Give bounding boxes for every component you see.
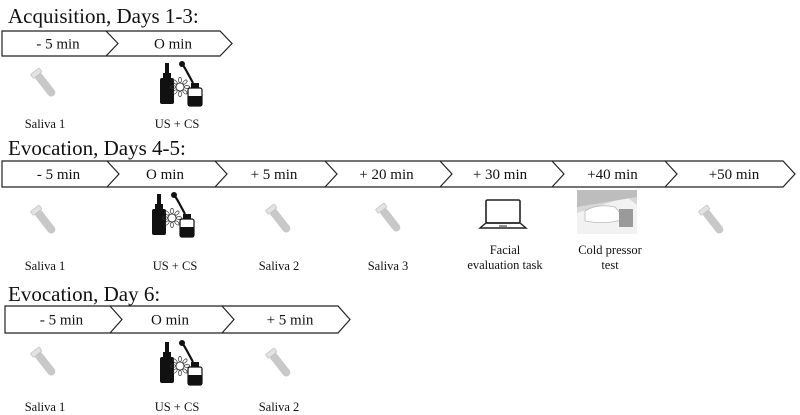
timeline-arrow: [1, 160, 796, 188]
chevron-divider: [324, 160, 338, 188]
chevron-divider: [214, 160, 228, 188]
nasal-spray-and-dropper-bottle-icon: [160, 340, 203, 386]
chevron-divider: [105, 30, 119, 57]
timeline-segment-label: +50 min: [709, 167, 760, 183]
timeline-segment-label: - 5 min: [40, 313, 84, 329]
event-label-acq-saliva-1: Saliva 1: [24, 117, 66, 131]
cold-water-basin-photo: [577, 190, 637, 234]
chevron-divider: [664, 160, 678, 188]
timeline-arrow: [4, 305, 351, 334]
timeline-row-0: - 5 min O min: [1, 30, 233, 57]
timeline-segment-label: - 5 min: [36, 37, 80, 53]
event-label-ev45-saliva-1: Saliva 1: [24, 259, 66, 273]
section-title-acquisition: Acquisition, Days 1-3:: [8, 4, 199, 28]
timeline-segment-label: O min: [151, 313, 189, 329]
nasal-spray-and-dropper-bottle-icon: [160, 61, 203, 107]
timeline-segment-label: + 20 min: [359, 167, 414, 183]
chevron-divider: [221, 305, 235, 334]
saliva-tube-icon: [265, 347, 291, 377]
timeline-arrow: [1, 30, 233, 57]
saliva-tube-icon: [698, 204, 724, 234]
event-label-ev6-us-cs: US + CS: [154, 400, 200, 414]
section-title-evocation-day-6: Evocation, Day 6:: [8, 282, 161, 306]
chevron-divider: [439, 160, 453, 188]
saliva-tube-icon: [30, 204, 56, 234]
event-label-ev45-facial-task: Facial evaluation task: [467, 243, 543, 272]
chevron-divider: [106, 160, 120, 188]
section-title-evocation-days-4-5: Evocation, Days 4-5:: [8, 136, 186, 160]
saliva-tube-icon: [30, 346, 56, 376]
event-label-ev45-us-cs: US + CS: [152, 259, 198, 273]
laptop-icon: [478, 199, 528, 229]
nasal-spray-and-dropper-bottle-icon: [152, 192, 195, 238]
chevron-divider: [551, 160, 565, 188]
event-label-ev45-saliva-2: Saliva 2: [258, 259, 300, 273]
event-label-acq-us-cs: US + CS: [154, 117, 200, 131]
timeline-segment-label: + 30 min: [473, 167, 528, 183]
saliva-tube-icon: [30, 67, 56, 97]
event-label-ev6-saliva-1: Saliva 1: [24, 400, 66, 414]
saliva-tube-icon: [375, 202, 401, 232]
timeline-segment-label: +40 min: [587, 167, 638, 183]
timeline-row-2: - 5 min O min + 5 min: [4, 305, 351, 334]
timeline-row-1: - 5 min O min + 5 min + 20 min + 30 min +40 m…: [1, 160, 796, 188]
timeline-segment-label: O min: [154, 37, 192, 53]
saliva-tube-icon: [265, 203, 291, 233]
timeline-segment-label: O min: [146, 167, 184, 183]
event-label-ev45-cold-pressor: Cold pressor test: [578, 243, 642, 272]
event-label-ev6-saliva-2: Saliva 2: [258, 400, 300, 414]
timeline-segment-label: + 5 min: [267, 313, 314, 329]
chevron-divider: [109, 305, 123, 334]
event-label-ev45-saliva-3: Saliva 3: [367, 259, 409, 273]
timeline-segment-label: - 5 min: [37, 167, 81, 183]
timeline-segment-label: + 5 min: [251, 167, 298, 183]
